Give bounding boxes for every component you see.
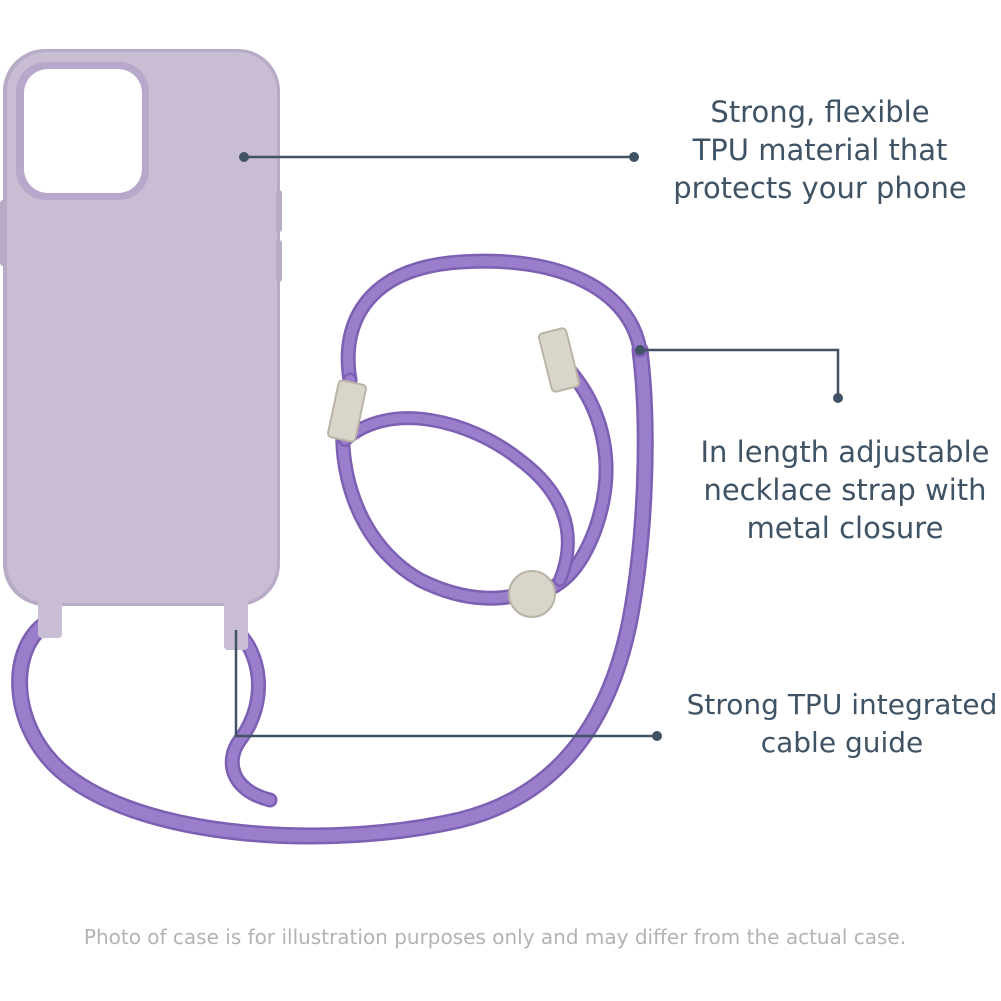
strap-lower-loop <box>11 341 654 845</box>
metal-end-caps <box>327 327 580 443</box>
callout-line: cable guide <box>760 726 924 759</box>
callout-line: protects your phone <box>673 171 967 205</box>
callout-line: In length adjustable <box>700 435 990 469</box>
callout-cable-guide: Strong TPU integrated cable guide <box>672 686 1001 762</box>
callout-tpu-material: Strong, flexible TPU material that prote… <box>660 93 980 207</box>
callout-line: metal closure <box>746 511 944 545</box>
strap-upper-loop <box>335 253 648 606</box>
callout-line: Strong, flexible <box>710 95 930 129</box>
callout-line: TPU material that <box>692 133 948 167</box>
callout-line: necklace strap with <box>703 473 987 507</box>
phone-case <box>0 49 282 650</box>
leader-line-3 <box>234 630 657 738</box>
callout-adjustable-strap: In length adjustable necklace strap with… <box>680 433 1001 547</box>
leader-line-2 <box>640 348 840 398</box>
leader-dots <box>239 152 843 741</box>
leader-lines <box>234 155 840 738</box>
callout-line: Strong TPU integrated <box>686 688 998 721</box>
strap-slider-bead <box>508 570 556 618</box>
disclaimer-text: Photo of case is for illustration purpos… <box>83 925 907 949</box>
